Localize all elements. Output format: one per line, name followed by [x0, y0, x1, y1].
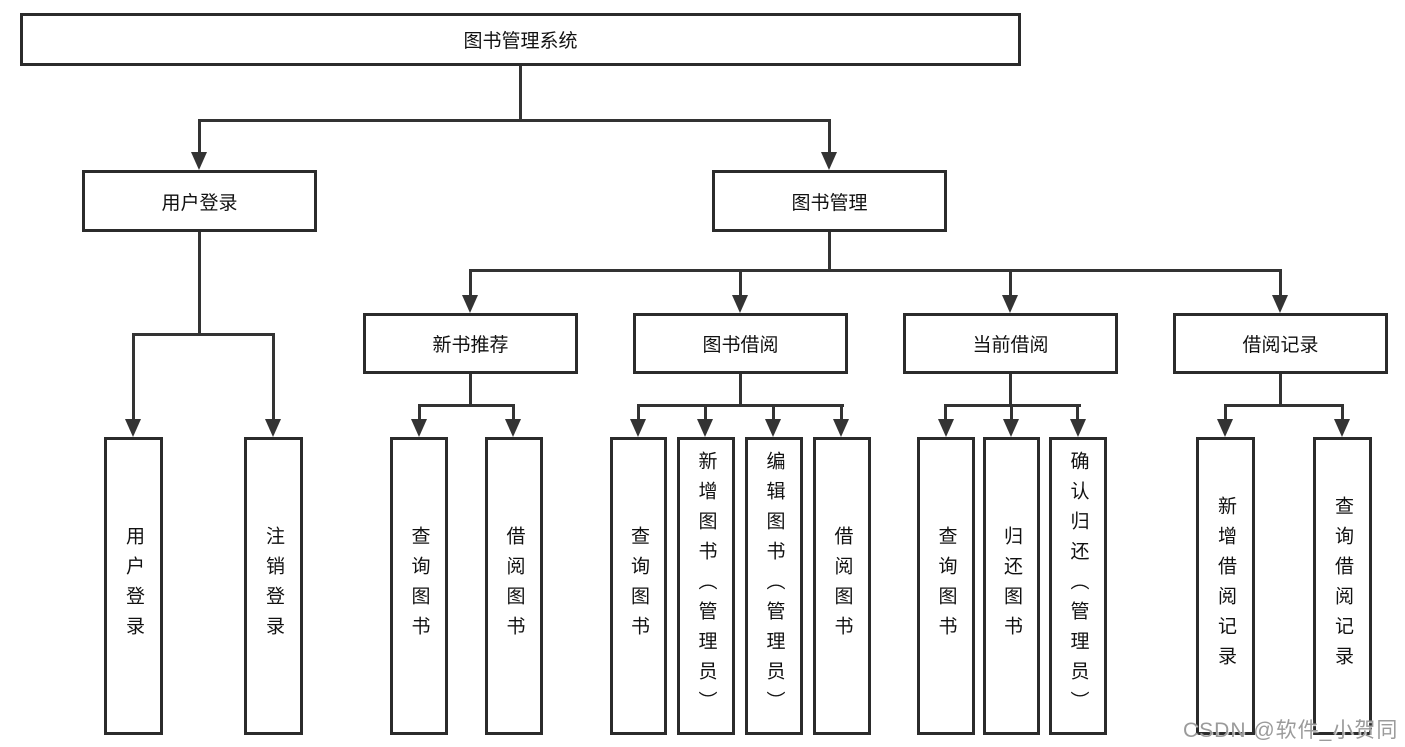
connector-line [637, 404, 640, 421]
arrow-down-icon [191, 152, 207, 170]
arrow-down-icon [1002, 295, 1018, 313]
arrow-down-icon [265, 419, 281, 437]
connector-line [772, 404, 775, 421]
connector-line [418, 404, 421, 421]
connector-line [1010, 404, 1013, 421]
connector-line [418, 404, 515, 407]
leaf-logout: 注销登录 [244, 437, 303, 735]
leaf-return-book: 归还图书 [983, 437, 1040, 735]
leaf-query-books: 查询图书 [390, 437, 448, 735]
connector-line [198, 119, 201, 154]
connector-line [739, 269, 742, 297]
leaf-add-borrow-record: 新增借阅记录 [1196, 437, 1255, 735]
connector-line [1224, 404, 1344, 407]
connector-line [198, 119, 831, 122]
arrow-down-icon [833, 419, 849, 437]
arrow-down-icon [505, 419, 521, 437]
leaf-query-books: 查询图书 [917, 437, 975, 735]
connector-line [637, 404, 844, 407]
connector-line [198, 232, 201, 336]
connector-line [944, 404, 947, 421]
connector-line [272, 333, 275, 421]
connector-line [469, 374, 472, 407]
leaf-confirm-return-admin: 确认归还（管理员） [1049, 437, 1107, 735]
connector-line [519, 64, 522, 122]
connector-line [704, 404, 707, 421]
connector-line [1009, 374, 1012, 407]
arrow-down-icon [462, 295, 478, 313]
node-new-book-recommendation: 新书推荐 [363, 313, 578, 374]
leaf-edit-book-admin: 编辑图书（管理员） [745, 437, 803, 735]
csdn-watermark: CSDN @软件_小贺同学 [1183, 719, 1399, 742]
arrow-down-icon [1217, 419, 1233, 437]
leaf-borrow-books: 借阅图书 [813, 437, 871, 735]
arrow-down-icon [732, 295, 748, 313]
arrow-down-icon [411, 419, 427, 437]
leaf-user-login: 用户登录 [104, 437, 163, 735]
node-book-management: 图书管理 [712, 170, 947, 232]
connector-line [828, 232, 831, 272]
arrow-down-icon [697, 419, 713, 437]
connector-line [1279, 374, 1282, 407]
arrow-down-icon [938, 419, 954, 437]
connector-line [512, 404, 515, 421]
connector-line [1341, 404, 1344, 421]
arrow-down-icon [821, 152, 837, 170]
connector-line [828, 119, 831, 154]
arrow-down-icon [125, 419, 141, 437]
arrow-down-icon [765, 419, 781, 437]
connector-line [469, 269, 1282, 272]
connector-line [1076, 404, 1079, 421]
connector-line [132, 333, 135, 421]
node-book-borrowing: 图书借阅 [633, 313, 848, 374]
arrow-down-icon [1334, 419, 1350, 437]
node-root-book-management-system: 图书管理系统 [20, 13, 1021, 66]
leaf-borrow-books: 借阅图书 [485, 437, 543, 735]
node-user-login: 用户登录 [82, 170, 317, 232]
arrow-down-icon [630, 419, 646, 437]
arrow-down-icon [1003, 419, 1019, 437]
node-current-borrowing: 当前借阅 [903, 313, 1118, 374]
connector-line [1279, 269, 1282, 297]
connector-line [840, 404, 843, 421]
arrow-down-icon [1070, 419, 1086, 437]
connector-line [132, 333, 275, 336]
arrow-down-icon [1272, 295, 1288, 313]
connector-line [739, 374, 742, 407]
node-borrowing-records: 借阅记录 [1173, 313, 1388, 374]
leaf-add-book-admin: 新增图书（管理员） [677, 437, 735, 735]
leaf-query-borrow-record: 查询借阅记录 [1313, 437, 1372, 735]
connector-line [1224, 404, 1227, 421]
connector-line [469, 269, 472, 297]
leaf-query-books: 查询图书 [610, 437, 667, 735]
connector-line [1009, 269, 1012, 297]
